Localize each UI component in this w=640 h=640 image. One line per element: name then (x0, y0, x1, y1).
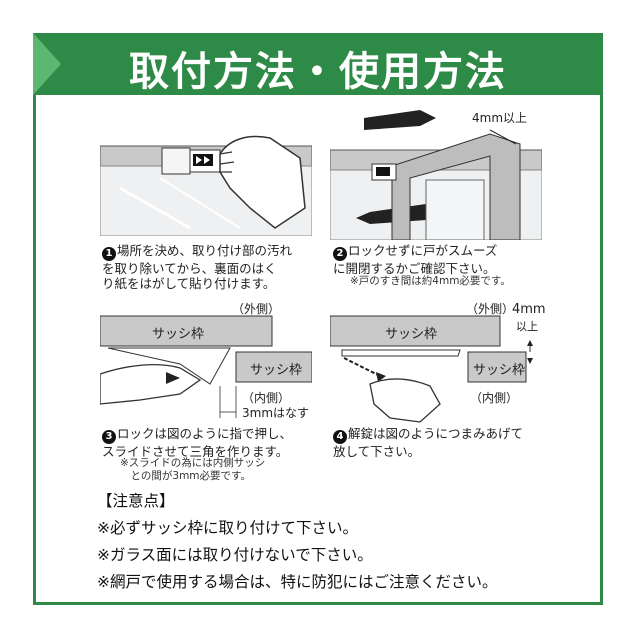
arrow-right-icon (364, 110, 436, 130)
step2-note: ※戸のすき間は約4mm必要です。 (350, 275, 511, 287)
outer-side-label: （外側） (232, 302, 281, 316)
svg-text:4mm以上: 4mm以上 (472, 111, 527, 125)
step-number-badge: 2 (333, 247, 347, 261)
step-number-badge: 1 (102, 247, 116, 261)
inner-side-label: （内側） (470, 391, 519, 405)
notes-heading: 【注意点】 (97, 492, 175, 510)
title-banner: 取付方法・使用方法 (33, 33, 603, 95)
caution-notes: 【注意点】 ※必ずサッシ枠に取り付けて下さい。 ※ガラス面には取り付けないで下さ… (97, 488, 498, 596)
outer-side-label: （外側） (466, 302, 515, 316)
banner-arrow-decoration (33, 33, 61, 95)
step2-illustration: 4mm以上 (330, 110, 542, 240)
dimension-label: 4mm (512, 302, 546, 317)
step4-illustration (330, 315, 533, 423)
sash-frame-label: サッシ枠 (250, 363, 303, 378)
page-title: 取付方法・使用方法 (129, 49, 507, 95)
step-number-badge: 4 (333, 430, 347, 444)
step-number-badge: 3 (102, 430, 116, 444)
dimension-label: 以上 (516, 320, 538, 333)
sash-frame-label: サッシ枠 (385, 327, 438, 342)
step3-illustration (100, 315, 312, 418)
step1-illustration (100, 135, 312, 236)
inner-side-label: （内側） (242, 391, 291, 405)
note-item: ※網戸で使用する場合は、特に防犯にはご注意ください。 (97, 573, 498, 591)
sash-frame-label: サッシ枠 (473, 363, 526, 378)
lock-device (161, 147, 221, 175)
note-item: ※必ずサッシ枠に取り付けて下さい。 (97, 519, 358, 537)
step3-note: ※スライドの為には内側サッシ との間が3mm必要です。 (120, 457, 266, 482)
sash-frame-label: サッシ枠 (152, 327, 205, 342)
note-item: ※ガラス面には取り付けないで下さい。 (97, 546, 373, 564)
gap-label: 3mmはなす (242, 406, 310, 420)
